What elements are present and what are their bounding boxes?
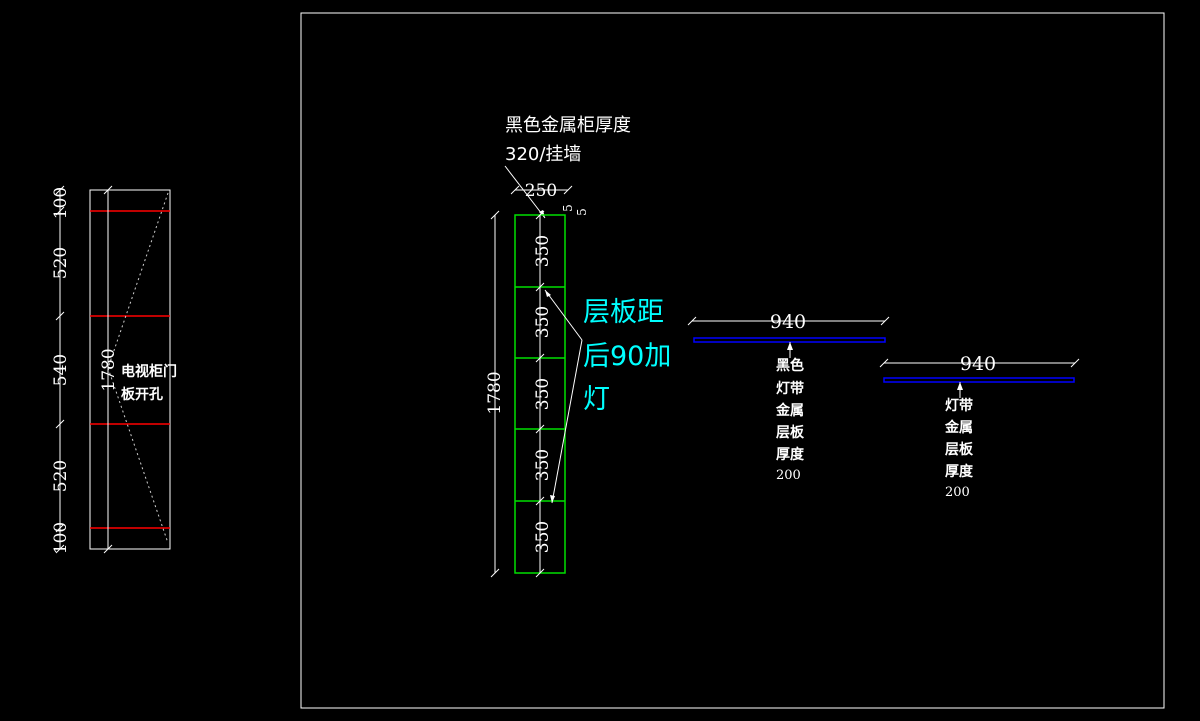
dim-100-top: 100	[51, 187, 71, 219]
note-leader-line	[504, 165, 546, 219]
shelf-b-text: 金属	[944, 419, 973, 436]
shelf-b-text: 灯带	[945, 397, 973, 414]
cyan-leader-arrow	[550, 495, 555, 503]
edge-label-b: 5	[575, 208, 589, 216]
shelf-b-leader-arrow	[957, 382, 963, 390]
door-panel-label-line2: 板开孔	[121, 386, 163, 403]
metal-cabinet-drawing: 黑色金属柜厚度 320/挂墙 250 5 5 1780 350 350 3	[485, 115, 671, 578]
shelf-a-leader-arrow	[787, 342, 793, 350]
door-panel-outline	[89, 189, 171, 550]
shelf-a-text: 金属	[775, 402, 804, 419]
cabinet-width-label: 250	[525, 181, 557, 201]
dim-tick	[535, 210, 545, 220]
cabinet-note-line1: 黑色金属柜厚度	[505, 115, 631, 136]
shelf-a-text: 厚度	[776, 446, 805, 463]
shelf-b-text: 200	[945, 485, 970, 500]
dim-tick	[55, 185, 65, 195]
door-panel-label-line1: 电视柜门	[121, 363, 177, 380]
dim-tick	[535, 353, 545, 363]
door-panel-drawing: 100 520 540 520 100 1780 电视柜门 板开孔	[51, 185, 177, 554]
dim-tick	[510, 185, 520, 195]
cyan-leader-2	[551, 339, 583, 504]
shelf-a-text: 层板	[776, 424, 805, 441]
dim-tick	[55, 311, 65, 321]
shelf-light-note-line3: 灯	[583, 384, 610, 415]
dim-tick	[535, 568, 545, 578]
shelf-a-drawing: 940 黑色 灯带 金属 层板 厚度 200	[687, 311, 890, 483]
dim-tick	[490, 568, 500, 578]
dim-tick	[1070, 358, 1080, 368]
edge-label-a: 5	[561, 204, 575, 212]
dim-tick	[103, 544, 113, 554]
shelf-b-text: 层板	[945, 441, 974, 458]
dim-tick	[55, 544, 65, 554]
dim-tick	[535, 496, 545, 506]
shelf-b-text: 厚度	[945, 463, 974, 480]
dim-tick	[563, 185, 573, 195]
shelf-spacing-label: 350	[533, 306, 553, 338]
shelf-spacing-label: 350	[533, 235, 553, 267]
dim-tick	[103, 185, 113, 195]
dim-tick	[880, 316, 890, 326]
dim-100-bottom: 100	[51, 522, 71, 554]
drawing-frame	[300, 12, 1165, 709]
shelf-spacing-label: 350	[533, 521, 553, 553]
cyan-leader-arrow	[545, 290, 551, 297]
dim-tick	[687, 316, 697, 326]
door-panel-height-label: 1780	[99, 348, 119, 391]
dim-tick	[535, 424, 545, 434]
shelf-a-board	[693, 337, 886, 343]
shelf-spacing-label: 350	[533, 378, 553, 410]
shelf-a-text: 灯带	[776, 380, 804, 397]
dim-tick	[535, 282, 545, 292]
dim-tick	[55, 419, 65, 429]
dim-tick	[879, 358, 889, 368]
dim-tick	[490, 210, 500, 220]
dim-540-middle: 540	[51, 354, 71, 386]
shelf-b-dim-label: 940	[960, 353, 996, 375]
shelf-a-text: 200	[776, 468, 801, 483]
shelf-a-text: 黑色	[776, 357, 804, 374]
shelf-spacing-label: 350	[533, 449, 553, 481]
cabinet-note-line2: 320/挂墙	[505, 144, 581, 165]
shelf-light-note-line1: 层板距	[583, 297, 664, 328]
cyan-leader-1	[544, 289, 583, 341]
shelf-b-board	[883, 377, 1075, 383]
dim-520-upper: 520	[51, 247, 71, 279]
cabinet-height-label: 1780	[485, 371, 505, 414]
dim-tick	[55, 206, 65, 216]
shelf-a-dim-label: 940	[770, 311, 806, 333]
dim-tick	[55, 523, 65, 533]
shelf-light-note-line2: 后90加	[583, 341, 671, 372]
shelf-b-drawing: 940 灯带 金属 层板 厚度 200	[879, 353, 1080, 500]
dim-520-lower: 520	[51, 460, 71, 492]
